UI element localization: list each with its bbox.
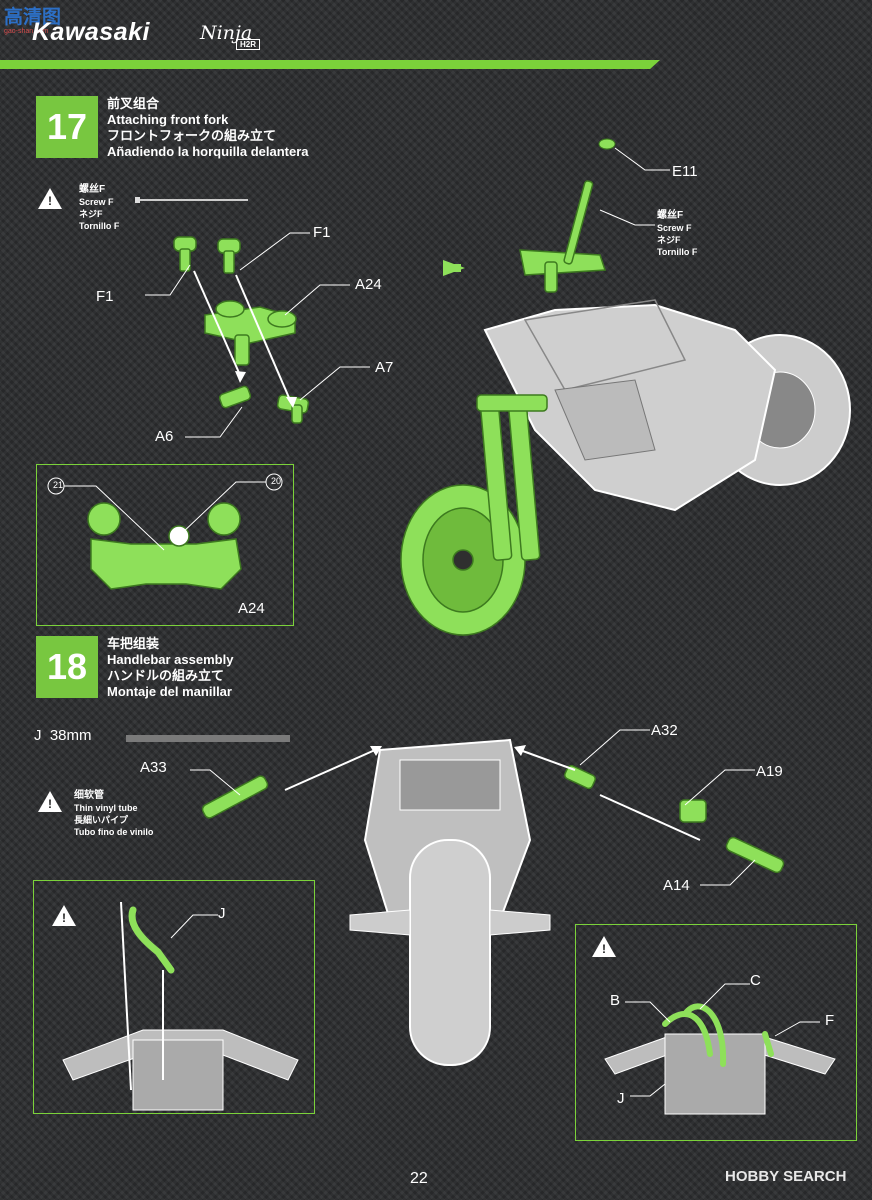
leader-f1-top (239, 232, 310, 271)
label-a14: A14 (663, 877, 690, 894)
hobby-search-logo: HOBBY SEARCH (725, 1168, 847, 1185)
step-18-title-es: Montaje del manillar (107, 684, 232, 699)
label-a6: A6 (155, 428, 174, 445)
warning-icon: ! (38, 188, 62, 209)
label-c: C (750, 972, 761, 989)
step-18-title-cn: 车把组装 (107, 636, 160, 651)
step-18-title-jp: ハンドルの組み立て (107, 668, 225, 683)
step-17-title-en: Attaching front fork (107, 112, 229, 127)
front-fork-exploded-diagram (145, 232, 370, 438)
motorcycle-front-fork-illustration (400, 138, 851, 636)
step-17-title-es: Añadiendo la horquilla delantera (107, 144, 309, 159)
motorcycle-handlebar-illustration (190, 729, 785, 1066)
tube-illustration (126, 735, 290, 742)
screw-f-en: Screw F (79, 197, 114, 207)
tube-routing-right-illustration (604, 983, 836, 1115)
screw-f-right-en: Screw F (657, 223, 692, 233)
label-j-right: J (617, 1090, 625, 1107)
screw-f-es: Tornillo F (79, 221, 120, 231)
label-b: B (610, 992, 621, 1009)
label-f1-top: F1 (313, 224, 331, 241)
step-18-title: 车把组装 Handlebar assembly ハンドルの組み立て Montaj… (107, 636, 233, 700)
inset-tube-routing-left (33, 880, 315, 1114)
model-sub-badge: H2R (236, 39, 261, 50)
screw-f-cn: 螺丝F (79, 184, 106, 195)
leader-a6 (185, 406, 243, 438)
screw-f-illustration (135, 197, 248, 203)
label-a32: A32 (651, 722, 678, 739)
circle-label-20: 20 (270, 476, 281, 486)
screw-f-right-es: Tornillo F (657, 247, 698, 257)
label-e11: E11 (672, 163, 698, 180)
inset-a24-detail (36, 464, 294, 626)
watermark-url: gao-shan.com (4, 28, 49, 35)
screw-f-right-jp: ネジF (657, 235, 681, 245)
guide-line-1 (193, 270, 241, 376)
step-17-title-cn: 前叉组合 (107, 96, 160, 111)
label-f1-left: F1 (96, 288, 114, 305)
label-a24: A24 (355, 276, 382, 293)
screw-f-right-note: 螺丝F Screw F ネジF Tornillo F (657, 210, 697, 258)
step-17-title-jp: フロントフォークの組み立て (107, 128, 277, 143)
watermark-site: 高清图 (4, 7, 62, 28)
thin-tube-jp: 長細いパイプ (74, 815, 129, 825)
warning-icon-tube: ! (38, 791, 62, 812)
step-18-title-en: Handlebar assembly (107, 652, 234, 667)
label-a33: A33 (140, 759, 167, 776)
screw-f-right-cn: 螺丝F (657, 210, 684, 221)
warning-icon-right-inset: ! (592, 936, 616, 957)
part-a6 (218, 385, 252, 409)
thin-tube-note: 细软管 Thin vinyl tube 長細いパイプ Tubo fino de … (74, 790, 153, 838)
part-a24 (204, 300, 297, 366)
header-accent-bar (0, 60, 660, 69)
page-number: 22 (410, 1170, 428, 1187)
thin-tube-en: Thin vinyl tube (74, 803, 138, 813)
step-17-title: 前叉组合 Attaching front fork フロントフォークの組み立て … (107, 96, 309, 160)
screw-f-note: 螺丝F Screw F ネジF Tornillo F (79, 184, 119, 232)
label-j-left: J (218, 905, 226, 922)
warning-icon-left-inset: ! (52, 905, 76, 926)
screw-f-jp: ネジF (79, 209, 103, 219)
inset-tube-routing-right (575, 924, 857, 1141)
label-inset-a24: A24 (238, 600, 265, 617)
label-a19: A19 (756, 763, 783, 780)
tube-routing-left-illustration (62, 901, 299, 1111)
screw-f1-left (173, 236, 197, 272)
leader-a7 (299, 366, 370, 401)
brand-logo: Kawasaki (32, 18, 150, 46)
leader-f1-left (145, 264, 191, 296)
circle-label-21: 21 (52, 480, 63, 490)
thin-tube-cn: 细软管 (74, 790, 104, 801)
label-a7: A7 (375, 359, 394, 376)
a24-top-view-illustration (47, 473, 283, 590)
model-logo: Ninja (200, 22, 253, 44)
leader-a24 (284, 284, 350, 316)
screw-f1-top (217, 238, 241, 274)
step-17-number: 17 (36, 96, 98, 158)
thin-tube-es: Tubo fino de vinilo (74, 827, 154, 837)
label-f: F (825, 1012, 835, 1029)
guide-line-2 (235, 274, 291, 401)
tube-length-label: J 38mm (34, 727, 92, 744)
step-18-number: 18 (36, 636, 98, 698)
